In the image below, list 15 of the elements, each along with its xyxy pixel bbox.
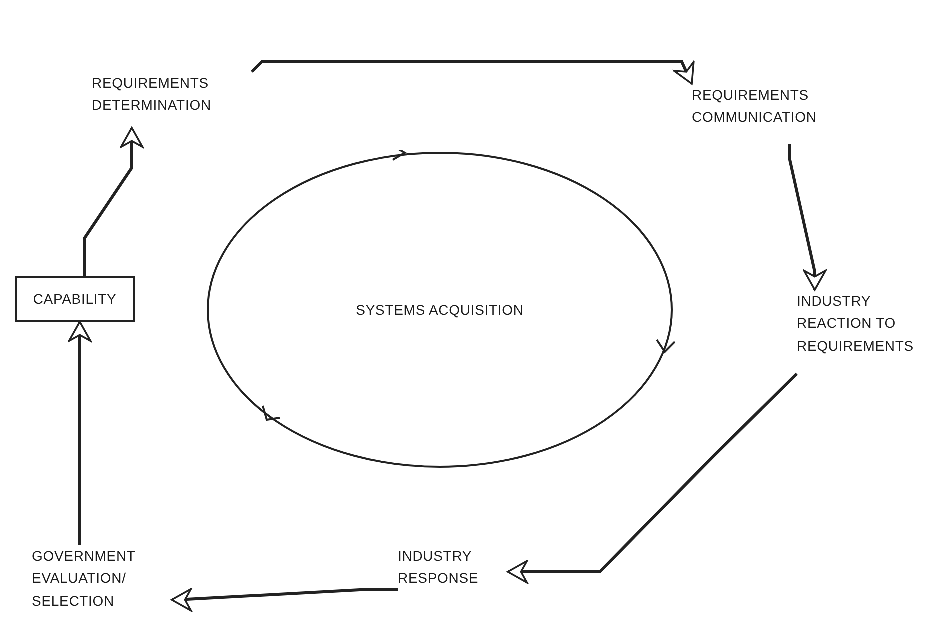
cycle-ellipse bbox=[205, 150, 675, 470]
node-label: REQUIREMENTS DETERMINATION bbox=[92, 74, 212, 116]
node-label: SYSTEMS ACQUISITION bbox=[356, 300, 524, 320]
hollow-arrow bbox=[250, 60, 695, 85]
node-label: REQUIREMENTS COMMUNICATION bbox=[692, 86, 818, 128]
node-label: CAPABILITY bbox=[33, 290, 117, 309]
hollow-arrow bbox=[788, 144, 827, 291]
node-label: GOVERNMENT EVALUATION/ SELECTION bbox=[32, 547, 137, 611]
node-label: INDUSTRY RESPONSE bbox=[398, 547, 480, 588]
hollow-arrow bbox=[84, 127, 144, 276]
node-label: INDUSTRY REACTION TO REQUIREMENTS bbox=[797, 292, 915, 356]
hollow-arrow bbox=[507, 372, 798, 584]
hollow-arrow bbox=[68, 321, 92, 545]
hollow-arrow bbox=[171, 588, 398, 612]
capability-box bbox=[15, 276, 135, 322]
